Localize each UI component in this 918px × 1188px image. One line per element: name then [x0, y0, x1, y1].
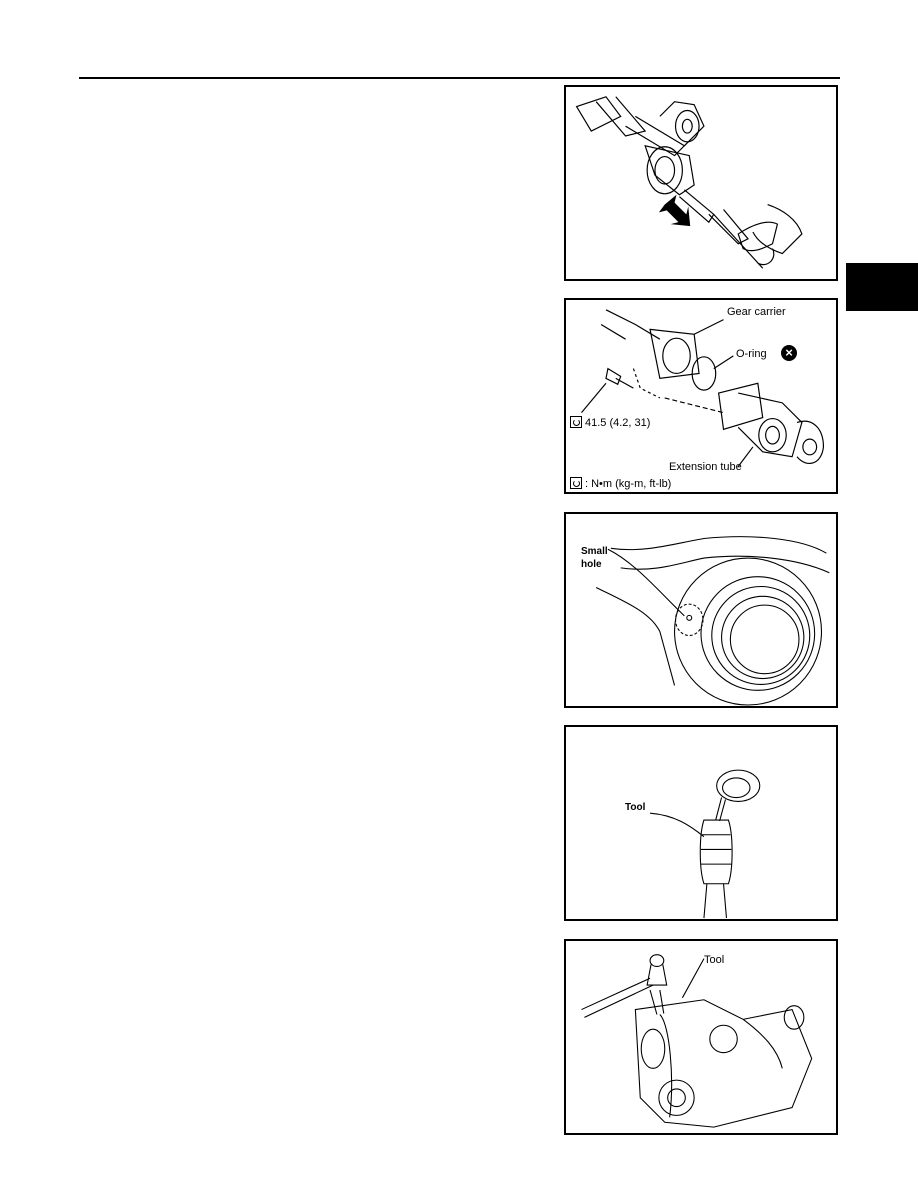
torque-spec: 41.5 (4.2, 31) [570, 416, 650, 429]
axle-removal-illustration [575, 96, 803, 269]
unit-legend-text: : N•m (kg-m, ft-lb) [585, 478, 672, 490]
torque-wrench-icon [570, 416, 582, 428]
torque-wrench-icon [570, 477, 582, 489]
header-rule [79, 77, 840, 79]
x-circle-icon: × [781, 345, 797, 361]
o-ring-label: O-ring [736, 348, 767, 360]
extension-tube-label: Extension tube [669, 461, 742, 473]
hammer-tool-illustration [581, 954, 813, 1128]
slide-hammer-illustration [650, 769, 761, 919]
gear-carrier-label: Gear carrier [727, 306, 786, 318]
extension-tube-illustration [581, 309, 825, 467]
torque-value: 41.5 (4.2, 31) [585, 417, 651, 429]
tool-label: Tool [704, 954, 725, 966]
figure-axle-removal [564, 85, 838, 281]
figure-slide-hammer: Tool [564, 725, 838, 921]
small-hole-illustration [595, 536, 830, 706]
figure-extension-tube: Gear carrier O-ring × 41.5 (4.2, 31) Ext… [564, 298, 838, 494]
figure-hammer-tool: Tool [564, 939, 838, 1135]
unit-legend: : N•m (kg-m, ft-lb) [570, 477, 671, 490]
figure-small-hole: Small hole [564, 512, 838, 708]
small-hole-label-2: hole [581, 559, 602, 570]
section-tab [846, 263, 918, 311]
tool-label: Tool [625, 802, 646, 813]
small-hole-label-1: Small [581, 546, 608, 557]
